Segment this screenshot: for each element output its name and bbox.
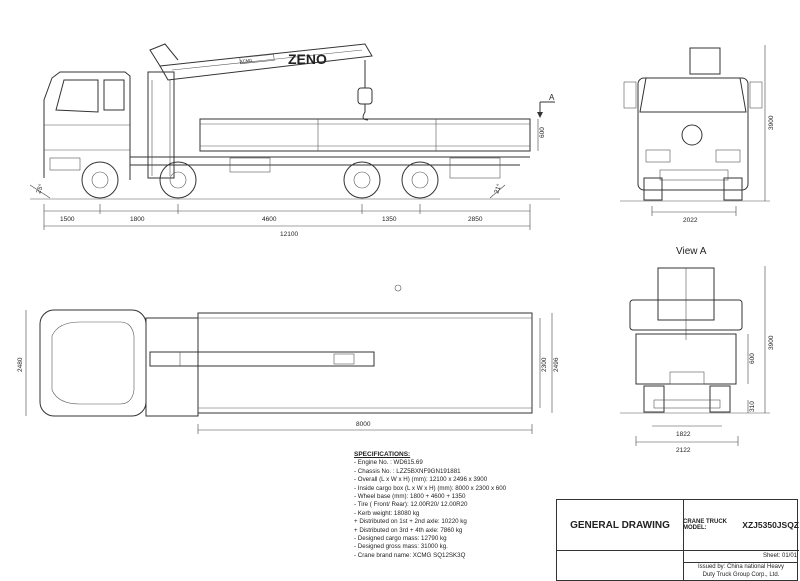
dim-viewa-track: 1822 xyxy=(676,431,691,438)
dim-front-width: 2022 xyxy=(683,217,698,224)
section-a-label: A xyxy=(549,93,555,102)
boom-plate-label: XCMG xyxy=(240,58,252,64)
model-value: XZJ5350JSQZ xyxy=(742,520,799,530)
dim-wheelbase-3: 1350 xyxy=(382,216,397,223)
spec-line: - Crane brand name: XCMG SQ12SK3Q xyxy=(354,551,466,559)
crane-hook-block xyxy=(357,87,373,105)
dim-plan-width: 2480 xyxy=(17,357,24,372)
view-a-rear xyxy=(620,266,770,446)
specifications-title: SPECIFICATIONS: xyxy=(354,451,411,458)
plan-view xyxy=(25,284,553,434)
front-emblem xyxy=(681,124,703,146)
spec-line: - Inside cargo box (L x W x H) (mm): 800… xyxy=(354,484,507,492)
dim-wheelbase-1: 1800 xyxy=(130,216,145,223)
spec-line: - Chassis No. : LZZ5BXNF9GN191881 xyxy=(354,467,461,475)
issued-line-1: Issued by: China national Heavy xyxy=(697,564,785,570)
issued-line-2: Duty Truck Group Corp., Ltd. xyxy=(702,572,780,578)
view-a-label: View A xyxy=(676,246,707,257)
dim-cargo-length: 8000 xyxy=(356,421,371,428)
spec-line: + Distributed on 3rd + 4th axle: 7860 kg xyxy=(354,526,463,534)
crane-boom xyxy=(159,43,373,81)
spec-line: - Designed cargo mass: 12790 kg xyxy=(354,535,447,543)
dim-viewa-panel: 600 xyxy=(749,353,756,364)
dim-front-overhang: 1500 xyxy=(60,216,75,223)
front-view xyxy=(620,45,770,216)
dim-rear-height: 3900 xyxy=(768,335,775,350)
crane-top-box xyxy=(689,47,721,75)
model-label: CRANE TRUCK MODEL: xyxy=(683,519,727,531)
dim-plan-inside: 2300 xyxy=(541,357,548,372)
plan-cargo-bed xyxy=(197,312,533,414)
spec-line: - Tire ( Front/ Rear): 12.00R20/ 12.00R2… xyxy=(354,501,468,509)
dim-front-height: 3900 xyxy=(768,115,775,130)
spec-line: - Engine No. : WD615.69 xyxy=(354,459,423,467)
issued-by: Issued by: China national Heavy Duty Tru… xyxy=(683,563,799,579)
dim-approach-angle: 25° xyxy=(34,182,45,194)
model-cell: CRANE TRUCK MODEL: XZJ5350JSQZ xyxy=(683,500,799,550)
spec-line: - Wheel base (mm): 1800 + 4600 + 1350 xyxy=(354,493,466,501)
cab-outline xyxy=(43,71,131,180)
spec-line: - Kerb weight: 18080 kg xyxy=(354,509,420,517)
side-wheels xyxy=(81,161,439,199)
dim-side-panel: 600 xyxy=(539,127,546,138)
side-view xyxy=(29,43,560,230)
plan-boom xyxy=(149,351,375,367)
title-block: GENERAL DRAWING CRANE TRUCK MODEL: XZJ53… xyxy=(556,499,799,581)
dim-viewa-width: 2122 xyxy=(676,447,691,454)
dim-rear-overhang: 2850 xyxy=(468,216,483,223)
dim-viewa-ground: 310 xyxy=(749,401,756,412)
spec-line: + Distributed on 1st + 2nd axle: 10220 k… xyxy=(354,518,467,526)
cargo-bed xyxy=(199,118,531,152)
dim-overall-length: 12100 xyxy=(280,231,298,238)
spec-line: - Designed gross mass: 31000 kg. xyxy=(354,543,448,551)
dim-departure-angle: 21° xyxy=(492,182,503,194)
front-cab xyxy=(637,77,749,191)
drawing-title: GENERAL DRAWING xyxy=(557,500,684,550)
brand-label: ZENO xyxy=(288,51,327,67)
specifications-block: SPECIFICATIONS: - Engine No. : WD615.69 … xyxy=(354,451,564,560)
dim-plan-overall: 2496 xyxy=(553,357,560,372)
front-windshield xyxy=(639,77,747,113)
sheet-number: Sheet: 01/01 xyxy=(683,550,797,563)
dim-wheelbase-2: 4600 xyxy=(262,216,277,223)
cab-windshield xyxy=(55,79,99,113)
rear-tailgate xyxy=(635,333,737,385)
crane-column xyxy=(147,71,175,179)
spec-line: - Overall (L x W x H) (mm): 12100 x 2496… xyxy=(354,476,488,484)
